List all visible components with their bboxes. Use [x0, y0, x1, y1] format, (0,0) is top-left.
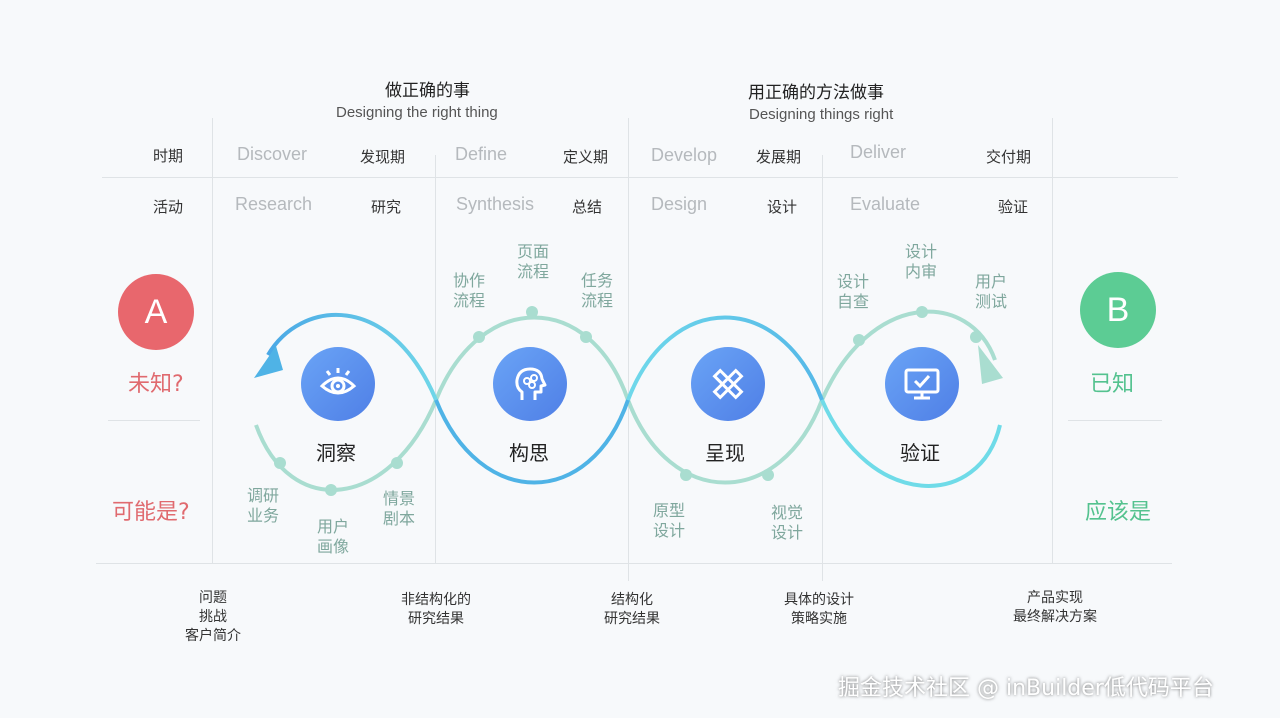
define-curve: [434, 399, 630, 485]
phase-icon-present: [691, 347, 765, 421]
output-label: 结构化 研究结果: [604, 592, 660, 627]
step-label: 用户 画像: [317, 517, 350, 556]
end-letter: B: [1106, 290, 1130, 329]
start-arrow: [254, 346, 283, 378]
stage-period-en: Discover: [237, 144, 308, 164]
phase-name: 呈现: [705, 441, 745, 465]
right-header-title: 用正确的方法做事: [748, 83, 884, 103]
left-header-subtitle: Designing the right thing: [336, 104, 498, 121]
grid-line: [212, 118, 213, 563]
step-label: 设计 内审: [905, 242, 938, 281]
stage-activity-cn: 总结: [572, 198, 603, 216]
step-label: 视觉 设计: [771, 503, 804, 542]
grid-line: [822, 155, 823, 581]
deliver-curve: [820, 399, 1002, 488]
develop-curve: [626, 315, 824, 401]
grid-line: [435, 155, 436, 563]
stage-period-cn: 定义期: [563, 148, 609, 166]
stage-period-cn: 发展期: [756, 148, 802, 166]
stage-activity-en: Evaluate: [850, 194, 921, 214]
end-state: 已知: [1090, 372, 1135, 397]
stage-activity-cn: 验证: [998, 198, 1029, 216]
end-answer: 应该是: [1085, 500, 1152, 525]
stage-period-en: Develop: [651, 145, 718, 165]
end-arrow: [978, 345, 1003, 384]
stage-period-cn: 交付期: [986, 148, 1032, 166]
end-circle: B: [1080, 272, 1156, 348]
discover-curve: [266, 313, 438, 401]
step-label: 情景 剧本: [383, 489, 416, 528]
activity-row-label: 活动: [153, 198, 184, 216]
stage-period-en: Define: [455, 144, 508, 164]
grid-line: [108, 420, 200, 421]
step-label: 设计 自查: [837, 272, 870, 311]
grid-line: [96, 563, 1172, 564]
start-state: 未知?: [128, 372, 184, 397]
grid-line: [628, 118, 629, 581]
period-row-label: 时期: [153, 147, 184, 165]
phase-icon-validate: [885, 347, 959, 421]
stage-period-cn: 发现期: [360, 148, 406, 166]
left-header-title: 做正确的事: [385, 81, 470, 101]
output-label: 非结构化的 研究结果: [401, 592, 471, 627]
phase-icon-ideate: [493, 347, 567, 421]
step-label: 任务 流程: [581, 271, 614, 310]
right-header-subtitle: Designing things right: [749, 106, 894, 123]
step-dots: [274, 306, 982, 496]
stage-activity-cn: 设计: [767, 198, 798, 216]
start-circle: A: [118, 274, 194, 350]
phase-icon-insight: [301, 347, 375, 421]
phase-name: 构思: [509, 441, 549, 465]
monitor-check-icon: [904, 368, 940, 400]
stage-activity-en: Design: [651, 194, 708, 214]
step-label: 页面 流程: [517, 242, 550, 281]
stage-activity-en: Synthesis: [456, 194, 535, 214]
step-label: 协作 流程: [453, 271, 486, 310]
grid-line: [102, 177, 1178, 178]
grid-line: [1052, 118, 1053, 563]
eye-icon: [319, 368, 357, 395]
phase-name: 洞察: [316, 441, 356, 465]
output-label: 具体的设计 策略实施: [784, 592, 854, 627]
research-curve: [254, 399, 438, 492]
ideate-curve: [434, 315, 630, 401]
grid-line: [1068, 420, 1162, 421]
stage-period-en: Deliver: [850, 142, 907, 162]
phase-name: 验证: [900, 441, 940, 465]
stage-activity-cn: 研究: [371, 198, 402, 216]
output-label: 产品实现 最终解决方案: [1013, 590, 1097, 625]
stage-activity-en: Research: [235, 194, 313, 214]
watermark: 掘金技术社区 @ inBuilder低代码平台: [838, 676, 1214, 701]
output-label: 问题 挑战 客户简介: [185, 590, 241, 644]
step-label: 用户 测试: [975, 272, 1008, 311]
design-curve: [626, 399, 824, 485]
step-label: 原型 设计: [653, 501, 686, 540]
start-letter: A: [144, 292, 168, 331]
step-label: 调研 业务: [247, 486, 280, 525]
pencil-ruler-icon: [712, 368, 744, 400]
start-question: 可能是?: [112, 500, 190, 525]
head-idea-icon: [515, 367, 547, 400]
